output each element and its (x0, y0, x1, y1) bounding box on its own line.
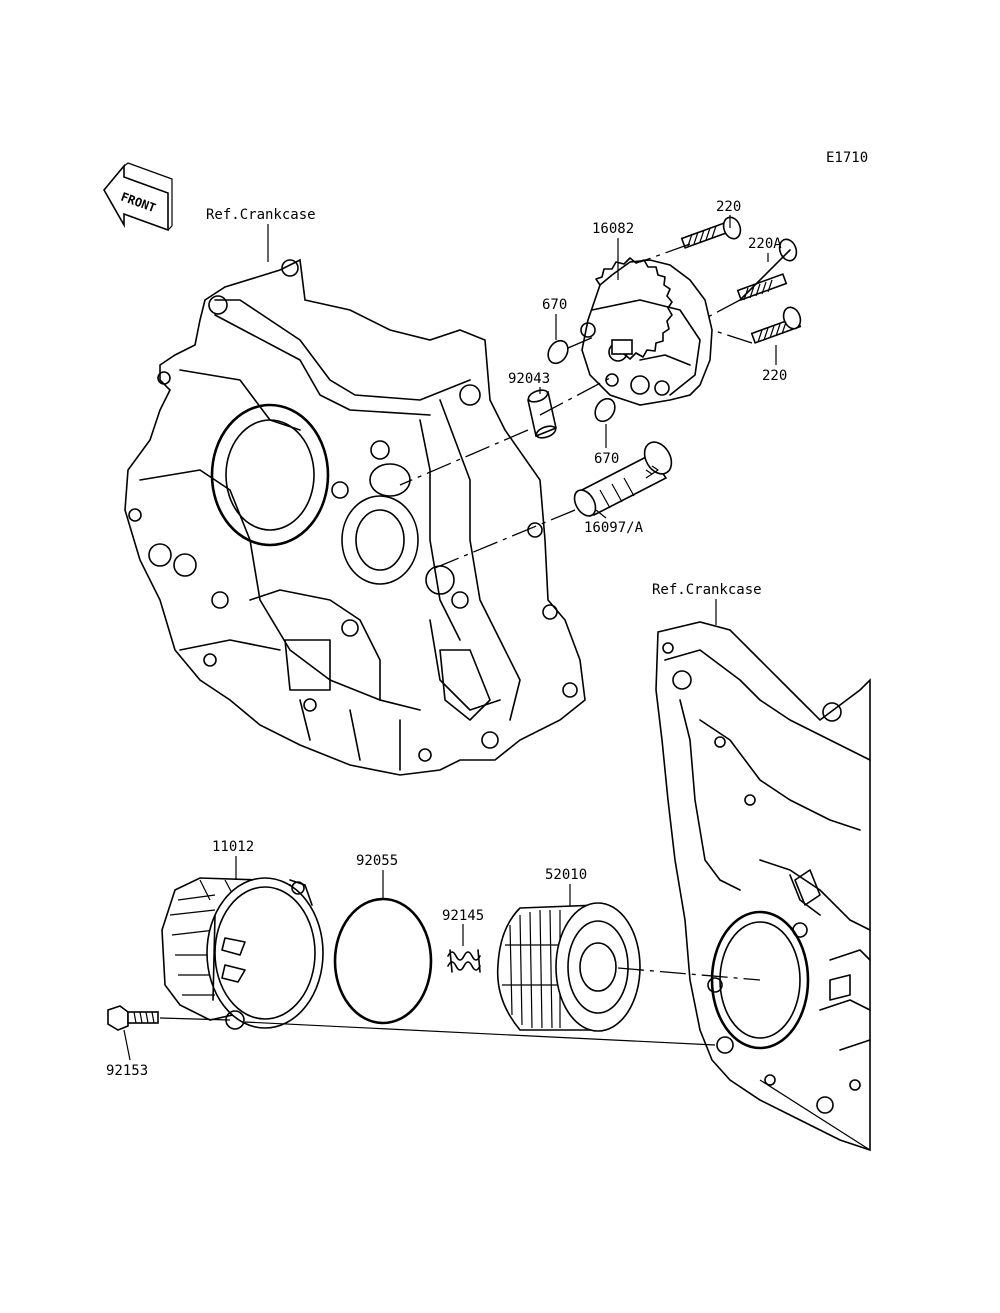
part-cover-bolt-label: 92153 (106, 1063, 148, 1079)
oil-strainer (573, 441, 673, 517)
oring-lower (594, 397, 616, 423)
part-oil-pump-label: 16082 (592, 221, 634, 237)
part-bolt-bottom-label: 220 (762, 368, 787, 384)
part-oil-filter-label: 52010 (545, 867, 587, 883)
crankcase-right (655, 621, 871, 1152)
part-dowel-pin-label: 92043 (508, 371, 550, 387)
diagram-code: E1710 (826, 150, 868, 166)
oring-upper (547, 339, 569, 365)
ref-crankcase-left-label: Ref.Crankcase (206, 207, 316, 223)
part-filter-cover-label: 11012 (212, 839, 254, 855)
spring (447, 949, 481, 973)
crankcase-left (124, 258, 586, 776)
part-oring-cover-label: 92055 (356, 853, 398, 869)
oil-pump (580, 257, 713, 406)
cover-bolt (107, 1005, 159, 1031)
bolt-220a-middle (736, 238, 798, 301)
part-oring-lower-label: 670 (594, 451, 619, 467)
part-bolt-top-label: 220 (716, 199, 741, 215)
filter-cover-oring (333, 897, 433, 1025)
filter-cover (161, 877, 324, 1030)
part-spring-label: 92145 (442, 908, 484, 924)
bolt-220-top (680, 216, 742, 249)
part-strainer-label: 16097/A (584, 520, 644, 536)
front-arrow-icon: FRONT (103, 162, 173, 232)
bolt-220-bottom (750, 306, 802, 344)
ref-crankcase-right-label: Ref.Crankcase (652, 582, 762, 598)
oil-filter (496, 902, 641, 1032)
part-oring-upper-label: 670 (542, 297, 567, 313)
part-bolt-middle-label: 220A (748, 236, 782, 252)
